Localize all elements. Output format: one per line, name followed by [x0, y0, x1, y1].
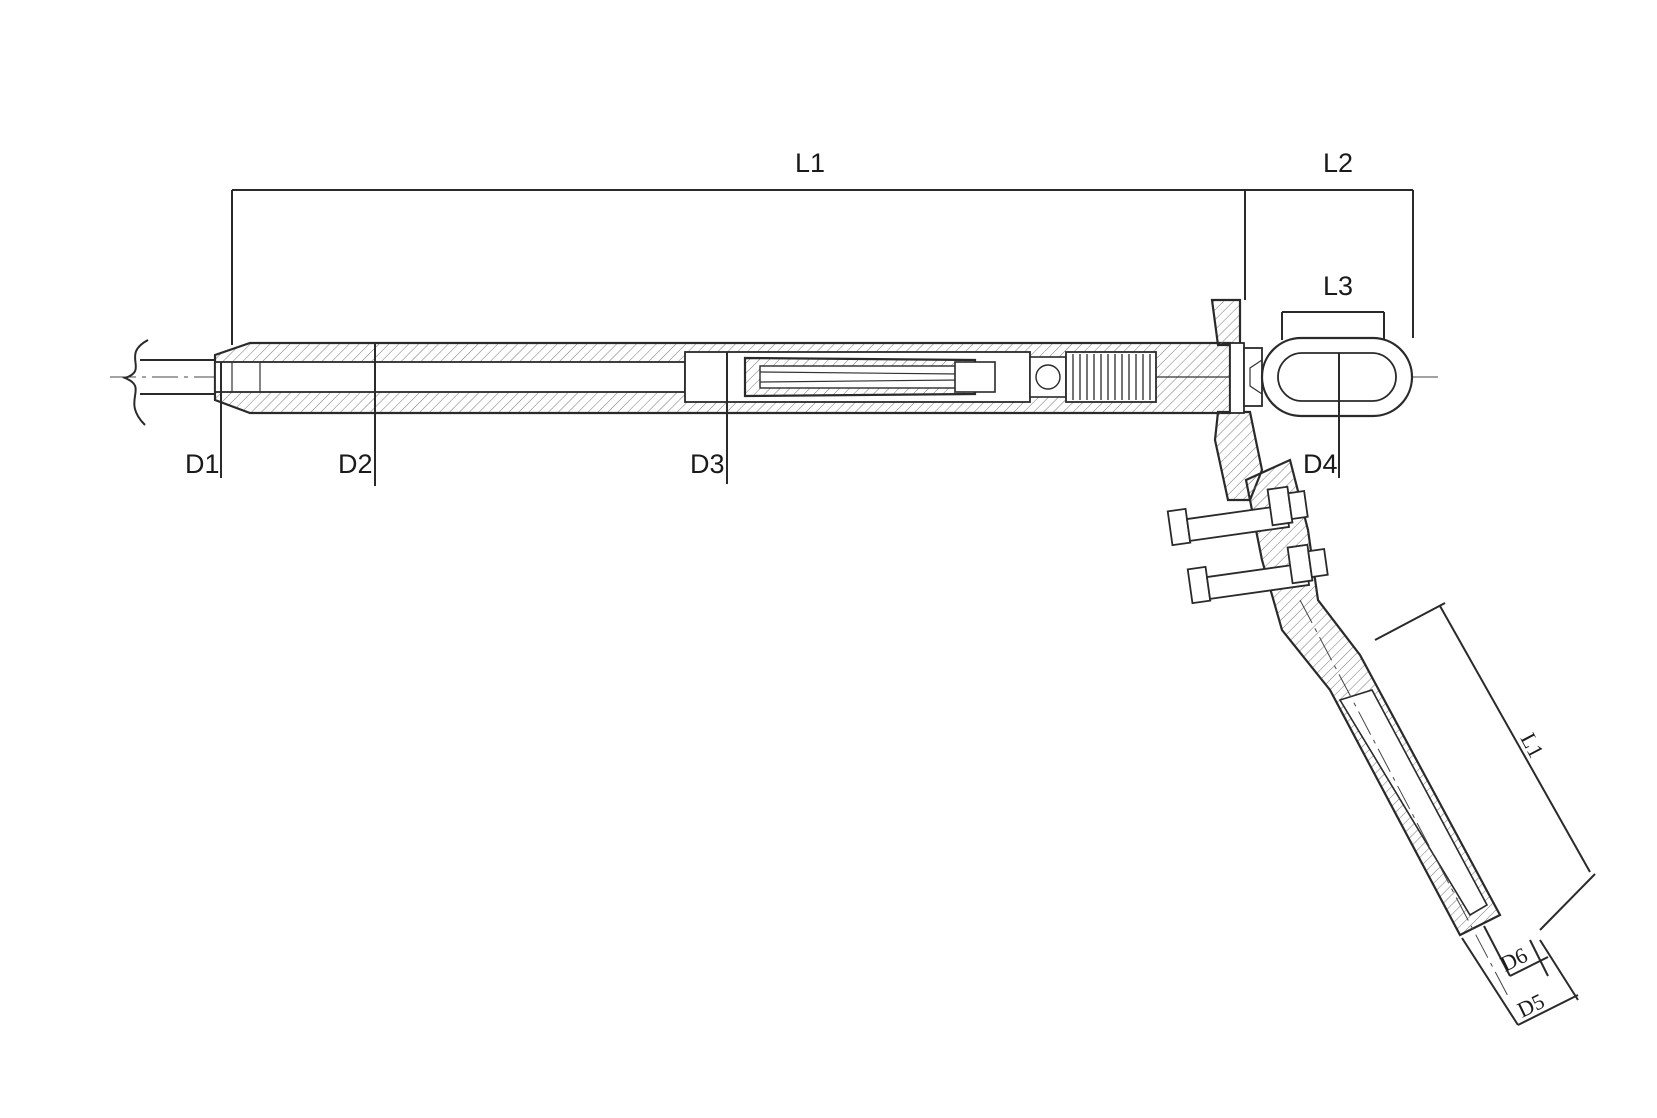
conductor-wire: [122, 339, 215, 426]
dim-d6: [1483, 925, 1549, 977]
label-l3: L3: [1323, 271, 1353, 301]
label-l2: L2: [1323, 148, 1353, 178]
label-d6: D6: [1496, 942, 1531, 976]
dim-d5: [1461, 937, 1579, 1026]
clevis-eye: [1243, 336, 1414, 418]
label-l1-side: L1: [1516, 729, 1550, 762]
label-d3: D3: [690, 449, 725, 479]
bolt-lower: [1186, 543, 1329, 605]
dim-l2: [1245, 189, 1414, 338]
label-d1: D1: [185, 449, 220, 479]
bolt-upper: [1166, 485, 1309, 547]
label-l1-top: L1: [795, 148, 825, 178]
dim-l1-top: [231, 189, 1246, 345]
label-d4: D4: [1303, 449, 1338, 479]
dim-l1-side: [1374, 602, 1596, 931]
compression-sleeve: [213, 341, 1232, 415]
label-d5: D5: [1513, 988, 1548, 1022]
dim-l3: [1281, 311, 1385, 340]
jumper-terminal: [1244, 458, 1511, 1001]
label-d2: D2: [338, 449, 373, 479]
